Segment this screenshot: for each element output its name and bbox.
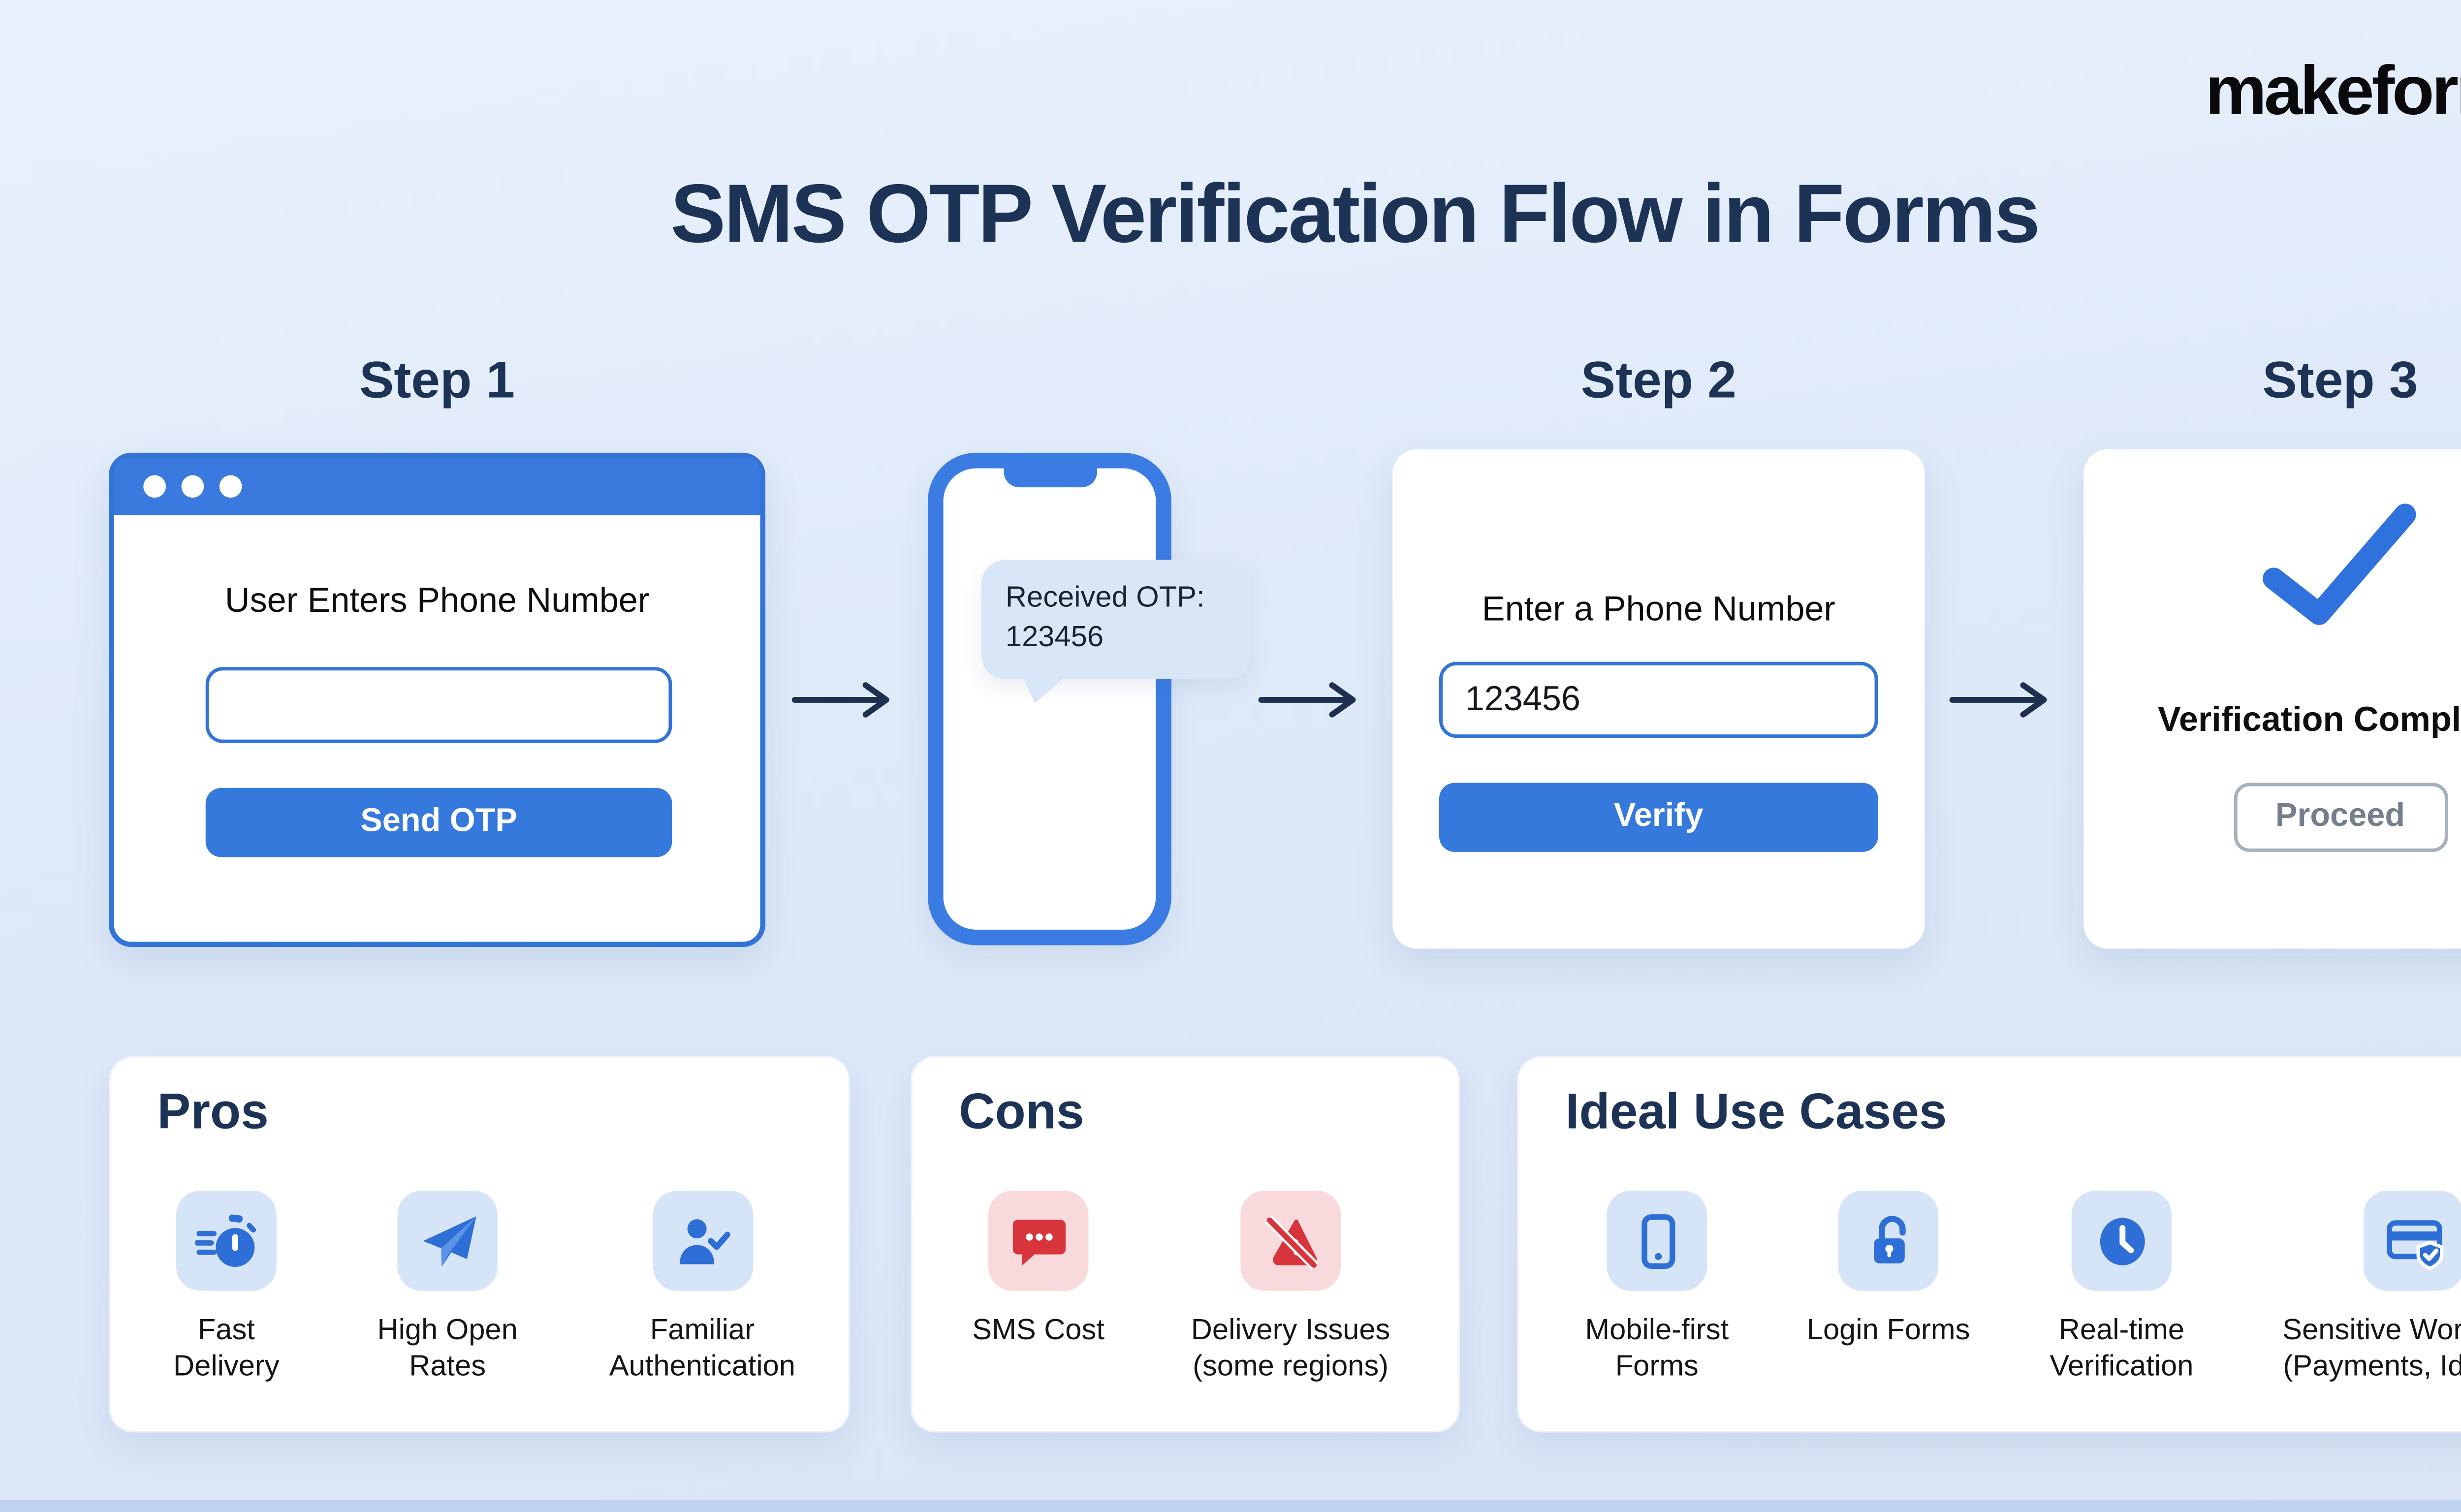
clock-icon [2071,1191,2172,1291]
send-otp-button[interactable]: Send OTP [205,788,672,857]
pros-section: Pros Fast Delivery [109,1056,851,1433]
pros-item: Fast Delivery [114,1191,339,1385]
sms-message-bubble: Received OTP: 123456 [981,560,1251,703]
smartphone-icon [1607,1191,1707,1291]
cons-item: SMS Cost [926,1191,1150,1348]
ideal-item: Sensitive Workflows (Payments, Identity) [2249,1191,2461,1385]
ideal-item: Mobile-first Forms [1545,1191,1769,1385]
cons-item-label: SMS Cost [972,1313,1104,1346]
logo-brand-text: makeforms [2205,53,2461,130]
window-dot-icon [143,475,166,498]
card-shield-icon [2363,1191,2461,1291]
person-check-icon [652,1191,753,1291]
pros-item-label: High Open Rates [377,1313,518,1383]
smartphone-frame [927,452,1171,945]
step3-complete-card: Verification Complete! Proceed [2083,449,2461,949]
pros-item: High Open Rates [335,1191,560,1385]
cons-item: Delivery Issues (some regions) [1169,1191,1411,1385]
cons-section: Cons SMS Cost [910,1056,1460,1433]
window-dot-icon [219,475,242,498]
ideal-item-label: Sensitive Workflows (Payments, Identity) [2282,1313,2461,1383]
makeforms-logo: makeforms.io [2205,54,2461,131]
bottom-accent-strip [0,1500,2461,1512]
pros-item-label: Familiar Authentication [609,1313,796,1383]
step1-browser-card: User Enters Phone Number Send OTP [109,452,766,947]
cons-title: Cons [959,1085,1084,1141]
padlock-icon [1838,1191,1939,1291]
flow-arrow-icon [1258,682,1356,718]
ideal-item-label: Real-time Verification [2050,1313,2194,1383]
sms-text-line2: 123456 [1005,620,1104,653]
stopwatch-icon [176,1191,277,1291]
browser-title-bar [114,458,760,515]
ideal-item-label: Mobile-first Forms [1585,1313,1729,1383]
step3-label: Step 3 [2262,352,2418,410]
paper-plane-icon [397,1191,498,1291]
ideal-item: Real-time Verification [2009,1191,2234,1385]
step3-heading: Verification Complete! [2157,701,2461,740]
verify-button[interactable]: Verify [1439,783,1878,852]
flow-arrow-icon [1949,682,2047,718]
ideal-use-cases-title: Ideal Use Cases [1565,1085,1947,1141]
step2-otp-card: Enter a Phone Number Verify [1392,449,1925,949]
ideal-item-label: Login Forms [1806,1313,1970,1346]
page-title: SMS OTP Verification Flow in Forms [670,169,2040,261]
pros-title: Pros [157,1085,269,1141]
pros-item: Familiar Authentication [586,1191,819,1385]
phone-number-input[interactable] [205,667,672,743]
delivery-warning-icon [1240,1191,1341,1291]
step2-heading: Enter a Phone Number [1482,591,1835,629]
ideal-item: Login Forms [1776,1191,2000,1348]
pros-item-label: Fast Delivery [173,1313,280,1383]
proceed-button[interactable]: Proceed [2233,783,2448,852]
sms-text-line1: Received OTP: [1005,580,1205,614]
cons-item-label: Delivery Issues (some regions) [1191,1313,1390,1383]
step2-label: Step 2 [1580,352,1736,410]
ideal-use-cases-section: Ideal Use Cases Mobile-first Forms Login [1516,1056,2461,1433]
otp-code-input[interactable] [1439,662,1878,738]
step1-label: Step 1 [359,352,515,410]
checkmark-icon [2262,504,2415,625]
step1-heading: User Enters Phone Number [224,582,650,621]
phone-notch [1003,465,1097,488]
flow-arrow-icon [791,682,889,718]
sms-bubble-icon [988,1191,1089,1291]
window-dot-icon [181,475,204,498]
